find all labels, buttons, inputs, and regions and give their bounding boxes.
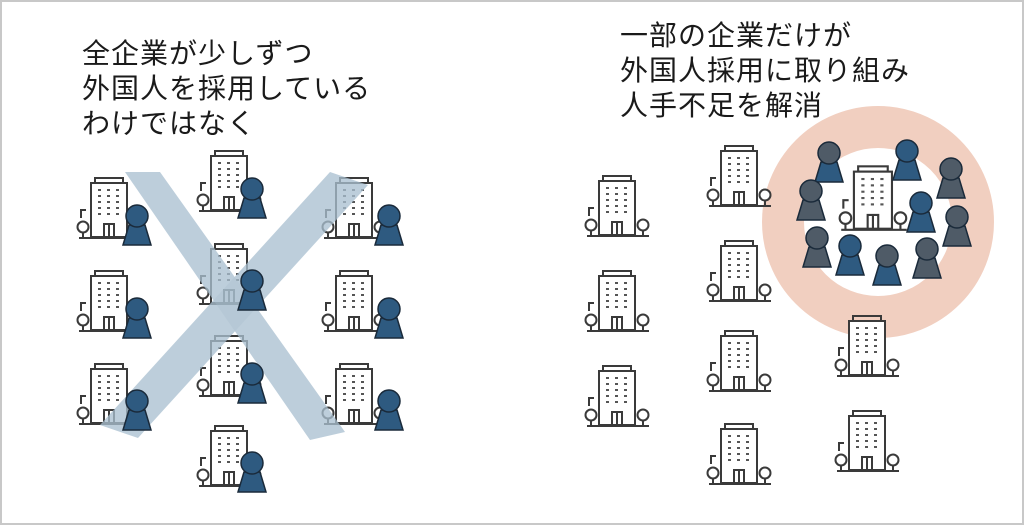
building-icon — [706, 330, 772, 392]
person-icon — [835, 234, 865, 276]
left-caption: 全企業が少しずつ 外国人を採用している わけではなく — [82, 36, 371, 141]
building-icon — [706, 423, 772, 485]
right-caption: 一部の企業だけが 外国人採用に取り組み 人手不足を解消 — [620, 18, 910, 123]
building-icon — [706, 240, 772, 302]
caption-line: わけではなく — [82, 107, 257, 140]
caption-line: 人手不足を解消 — [620, 89, 824, 122]
building-icon — [706, 145, 772, 207]
caption-line: 外国人を採用している — [82, 72, 372, 105]
building-icon — [584, 175, 650, 237]
caption-line: 外国人採用に取り組み — [620, 54, 911, 87]
caption-line: 一部の企業だけが — [620, 19, 853, 52]
person-icon — [892, 139, 922, 181]
cross-x-mark-icon — [100, 172, 368, 440]
right-building-group — [584, 145, 908, 485]
caption-line: 全企業が少しずつ — [82, 37, 314, 70]
person-icon — [912, 237, 942, 279]
person-icon — [872, 244, 902, 286]
building-icon — [584, 365, 650, 427]
person-icon — [906, 191, 936, 233]
building-icon — [321, 270, 387, 332]
building-icon — [834, 410, 900, 472]
building-icon — [584, 270, 650, 332]
